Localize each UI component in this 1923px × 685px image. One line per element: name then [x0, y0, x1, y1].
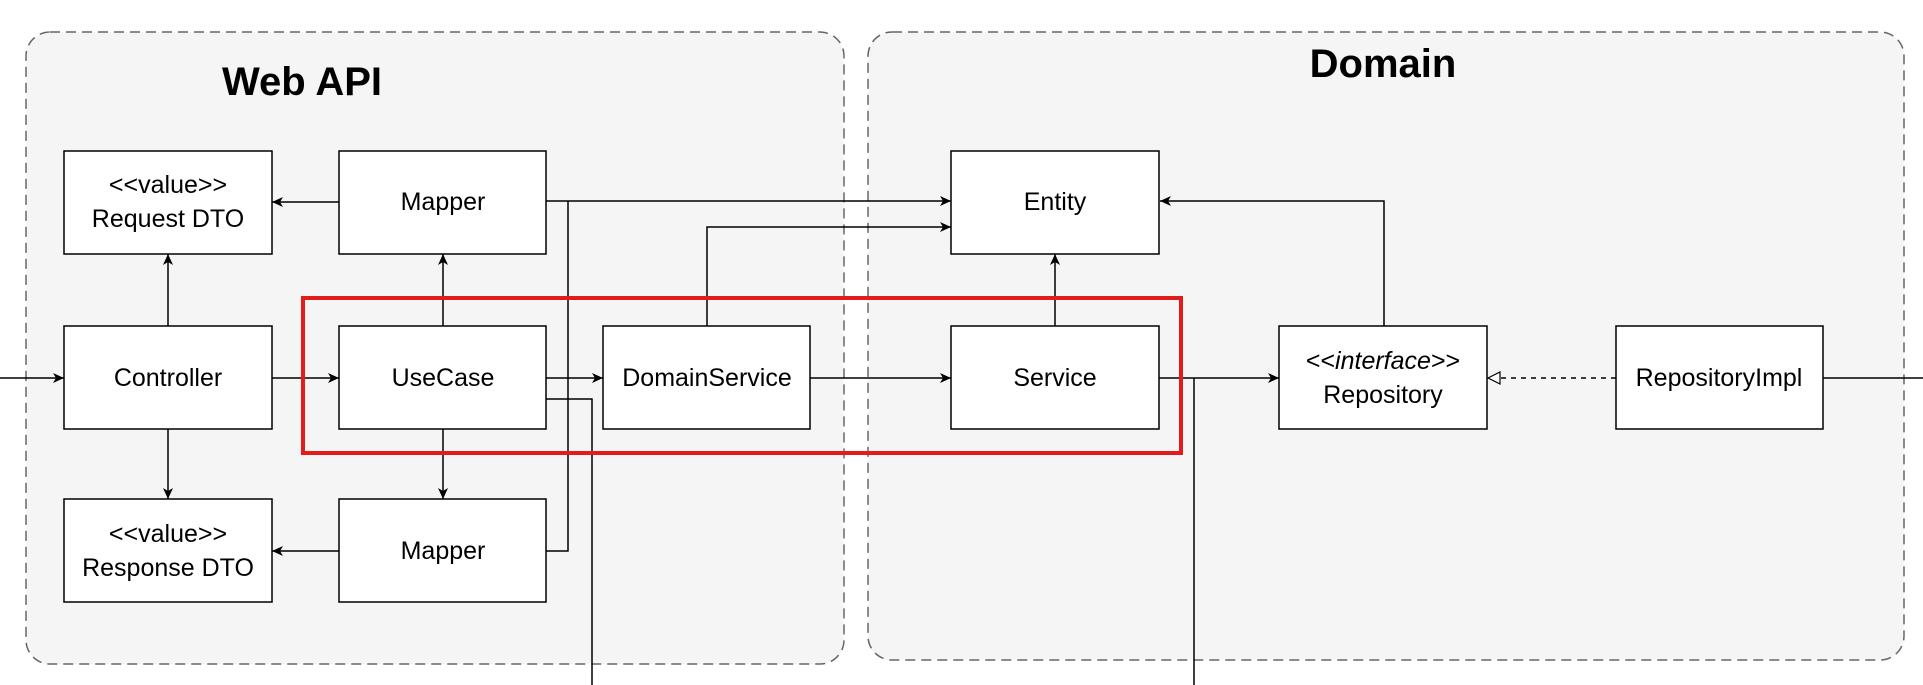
node-mapper-top: Mapper [338, 150, 547, 255]
edge-mapper-bottom-to-entity [546, 201, 569, 552]
web-api-zone-title: Web API [222, 60, 382, 104]
mapper-top-label: Mapper [401, 188, 486, 216]
controller-label: Controller [114, 364, 222, 392]
edge-domain-service-to-entity [706, 222, 951, 326]
node-domain-service: DomainService [602, 325, 811, 430]
domain-service-label: DomainService [622, 364, 792, 392]
repository-label: Repository [1323, 381, 1443, 409]
response-dto-label: Response DTO [82, 554, 254, 582]
node-usecase: UseCase [338, 325, 547, 430]
entity-label: Entity [1024, 188, 1087, 216]
domain-zone-title: Domain [1310, 42, 1457, 86]
node-repository-impl: RepositoryImpl [1615, 325, 1824, 430]
edges [0, 196, 1923, 685]
response-dto-stereotype: <<value>> [109, 520, 227, 548]
mapper-bottom-label: Mapper [401, 537, 486, 565]
node-service: Service [950, 325, 1160, 430]
highlight-box [301, 296, 1183, 455]
repository-stereotype: <<interface>> [1306, 347, 1460, 375]
repository-impl-label: RepositoryImpl [1636, 364, 1803, 392]
node-repository: <<interface>> Repository [1278, 325, 1488, 430]
node-entity: Entity [950, 150, 1160, 255]
node-response-dto: <<value>> Response DTO [63, 498, 273, 603]
node-request-dto: <<value>> Request DTO [63, 150, 273, 255]
usecase-label: UseCase [392, 364, 495, 392]
node-mapper-bottom: Mapper [338, 498, 547, 603]
edge-usecase-downward [546, 398, 593, 685]
service-label: Service [1013, 364, 1096, 392]
edge-repository-to-entity [1160, 196, 1385, 326]
node-controller: Controller [63, 325, 273, 430]
request-dto-label: Request DTO [92, 205, 244, 233]
request-dto-stereotype: <<value>> [109, 171, 227, 199]
